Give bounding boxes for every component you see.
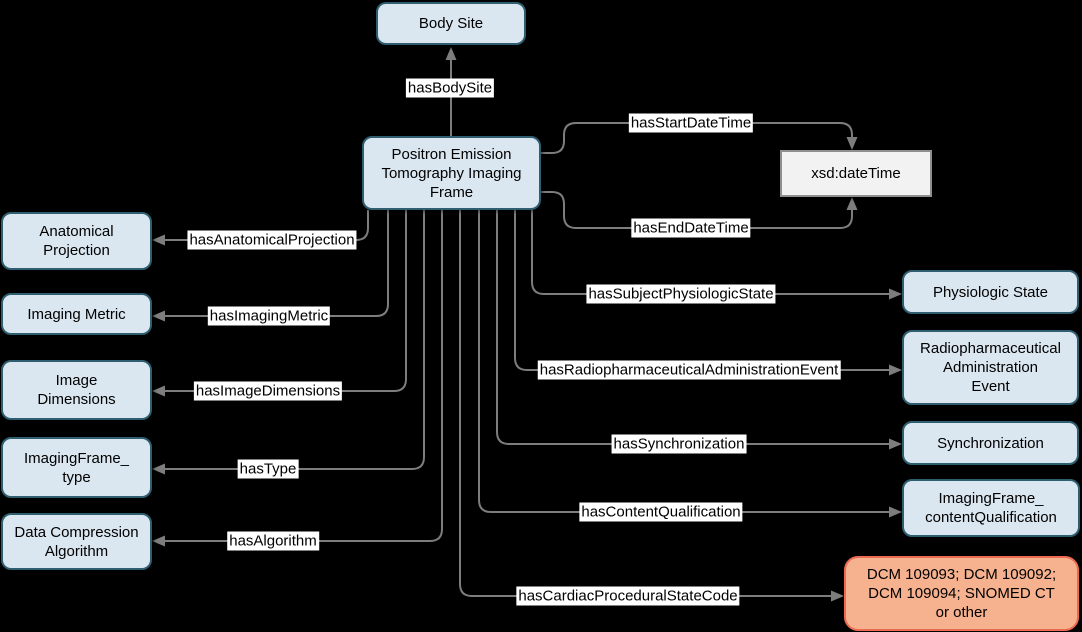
node-image-dimensions[interactable]: Image Dimensions bbox=[1, 360, 152, 420]
edge-line-has-image-dimensions bbox=[165, 210, 407, 392]
arrowhead-icon-has-cardiac-procedural-state-code bbox=[831, 590, 844, 602]
arrowhead-icon-has-anatomical-projection bbox=[152, 234, 165, 246]
node-dcm-snomed-codes[interactable]: DCM 109093; DCM 109092; DCM 109094; SNOM… bbox=[844, 556, 1079, 631]
edge-line-has-start-datetime bbox=[541, 122, 853, 154]
arrowhead-icon-has-imaging-metric bbox=[152, 310, 165, 322]
arrowhead-icon-has-body-site bbox=[445, 47, 457, 60]
edge-label-has-algorithm[interactable]: hasAlgorithm bbox=[227, 531, 319, 551]
node-imagingframe-contentqualification[interactable]: ImagingFrame_ contentQualification bbox=[902, 479, 1080, 537]
edge-line-has-content-qualification bbox=[478, 210, 889, 513]
arrowhead-icon-has-radiopharmaceutical-administration-event bbox=[889, 364, 902, 376]
node-physiologic-state[interactable]: Physiologic State bbox=[902, 270, 1079, 314]
edge-label-has-content-qualification[interactable]: hasContentQualification bbox=[579, 502, 743, 522]
edge-label-has-anatomical-projection[interactable]: hasAnatomicalProjection bbox=[187, 230, 357, 250]
edge-label-has-cardiac-procedural-state-code[interactable]: hasCardiacProceduralStateCode bbox=[516, 586, 740, 606]
edge-line-has-type bbox=[165, 210, 425, 470]
node-xsd-datetime[interactable]: xsd:dateTime bbox=[780, 150, 932, 197]
edge-line-has-cardiac-procedural-state-code bbox=[459, 210, 831, 597]
node-anatomical-projection[interactable]: Anatomical Projection bbox=[1, 212, 152, 270]
node-radiopharmaceutical-administration-event[interactable]: Radiopharmaceutical Administration Event bbox=[902, 330, 1079, 405]
edge-label-has-image-dimensions[interactable]: hasImageDimensions bbox=[193, 381, 343, 401]
arrowhead-icon-has-subject-physiologic-state bbox=[889, 288, 902, 300]
edge-line-has-end-datetime bbox=[541, 191, 853, 229]
edge-label-has-subject-physiologic-state[interactable]: hasSubjectPhysiologicState bbox=[586, 284, 776, 304]
arrowhead-icon-has-end-datetime bbox=[846, 197, 858, 210]
edge-line-has-subject-physiologic-state bbox=[531, 210, 889, 295]
arrowhead-icon-has-image-dimensions bbox=[152, 385, 165, 397]
edge-line-has-synchronization bbox=[496, 210, 889, 445]
edge-line-has-imaging-metric bbox=[165, 210, 389, 317]
node-pet-imaging-frame[interactable]: Positron Emission Tomography Imaging Fra… bbox=[362, 136, 541, 210]
arrowhead-icon-has-synchronization bbox=[889, 438, 902, 450]
node-body-site[interactable]: Body Site bbox=[376, 2, 526, 45]
arrowhead-icon-has-start-datetime bbox=[846, 137, 858, 150]
edge-line-has-algorithm bbox=[165, 210, 443, 542]
arrowhead-icon-has-algorithm bbox=[152, 535, 165, 547]
node-imagingframe-type[interactable]: ImagingFrame_ type bbox=[1, 437, 152, 498]
arrowhead-icon-has-content-qualification bbox=[889, 506, 902, 518]
edge-label-has-body-site[interactable]: hasBodySite bbox=[405, 78, 495, 98]
arrowhead-icon-has-type bbox=[152, 463, 165, 475]
edge-label-has-start-datetime[interactable]: hasStartDateTime bbox=[628, 113, 754, 133]
node-synchronization[interactable]: Synchronization bbox=[902, 421, 1079, 465]
node-imaging-metric[interactable]: Imaging Metric bbox=[1, 293, 152, 335]
node-data-compression-algorithm[interactable]: Data Compression Algorithm bbox=[1, 513, 152, 570]
edge-label-has-type[interactable]: hasType bbox=[237, 459, 299, 479]
edge-label-has-synchronization[interactable]: hasSynchronization bbox=[611, 434, 747, 454]
edge-label-has-radiopharmaceutical-administration-event[interactable]: hasRadiopharmaceuticalAdministrationEven… bbox=[537, 360, 841, 380]
edge-label-has-imaging-metric[interactable]: hasImagingMetric bbox=[207, 306, 331, 326]
edge-line-has-radiopharmaceutical-administration-event bbox=[514, 210, 889, 371]
edge-label-has-end-datetime[interactable]: hasEndDateTime bbox=[631, 218, 751, 238]
